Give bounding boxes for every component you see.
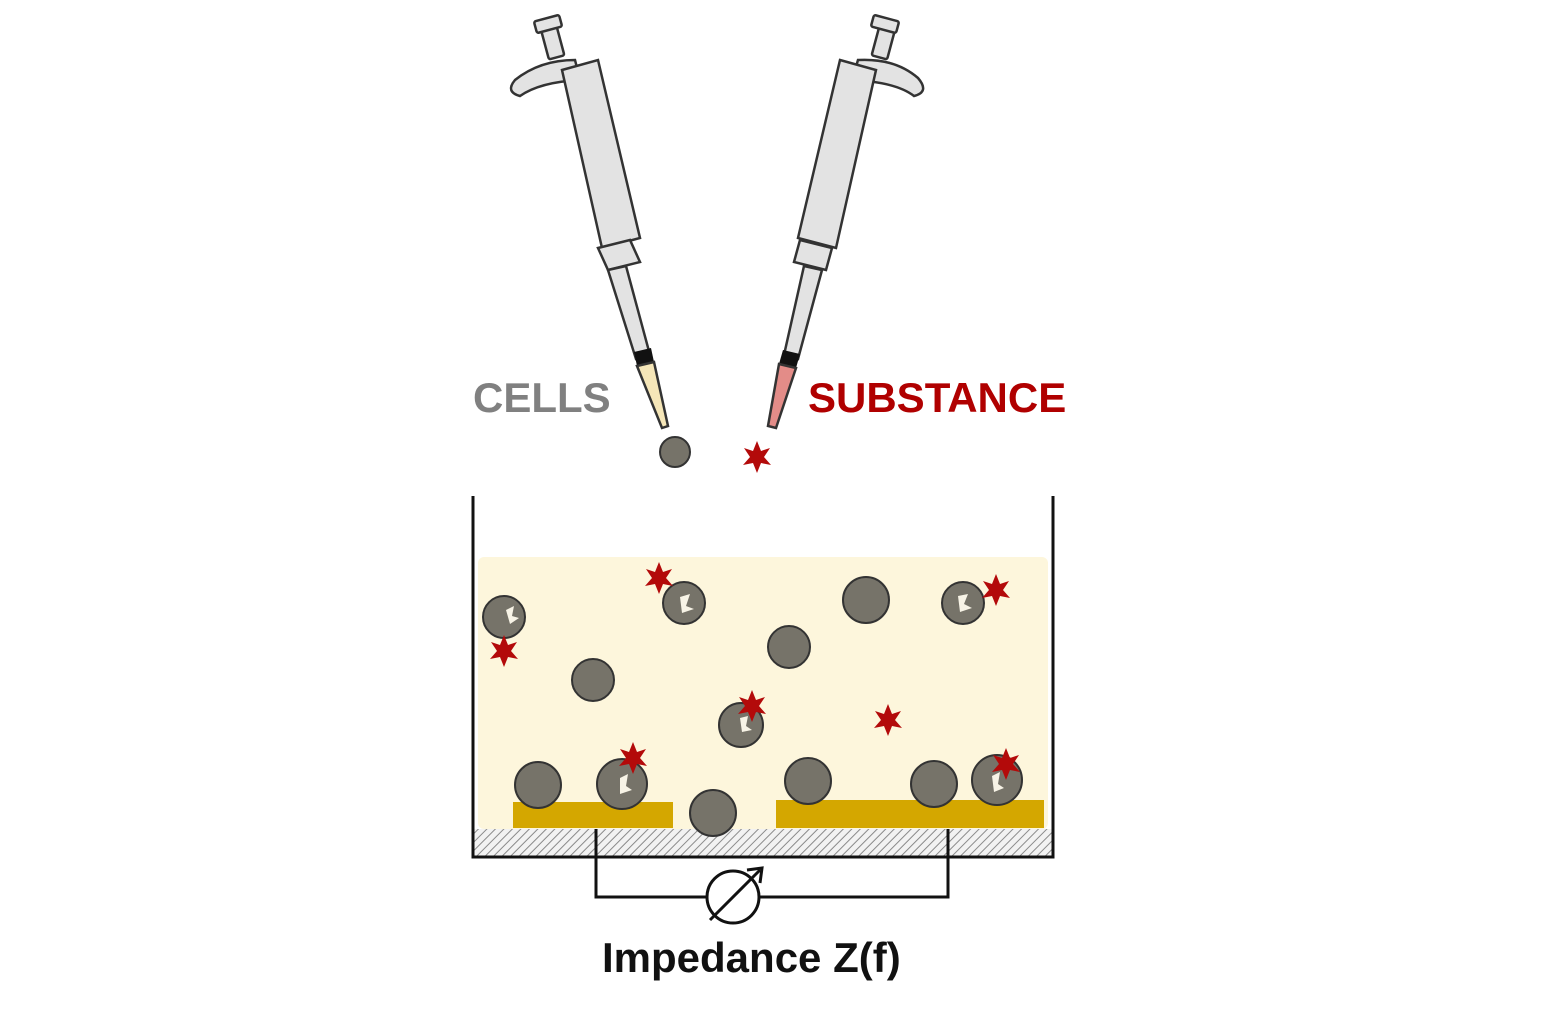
cell [514, 761, 562, 809]
falling-substance [743, 441, 771, 473]
cells-in-medium [482, 576, 1023, 837]
cells-pipette [509, 14, 670, 430]
impedance-meter-icon [705, 866, 764, 925]
well-bottom [474, 829, 1052, 857]
substance-pipette [766, 14, 925, 430]
cells-label: CELLS [473, 374, 611, 421]
cell [784, 757, 832, 805]
impedance-label: Impedance Z(f) [602, 934, 901, 981]
substance-label: SUBSTANCE [808, 374, 1067, 421]
cell [767, 625, 811, 669]
cell [689, 789, 737, 837]
cell [842, 576, 890, 624]
falling-cell [659, 436, 691, 468]
cell [571, 658, 615, 702]
cell [910, 760, 958, 808]
circuit-wire [594, 829, 950, 899]
cell [482, 595, 526, 639]
well-wall [471, 496, 1055, 859]
cell-damage-marks [506, 594, 1004, 794]
